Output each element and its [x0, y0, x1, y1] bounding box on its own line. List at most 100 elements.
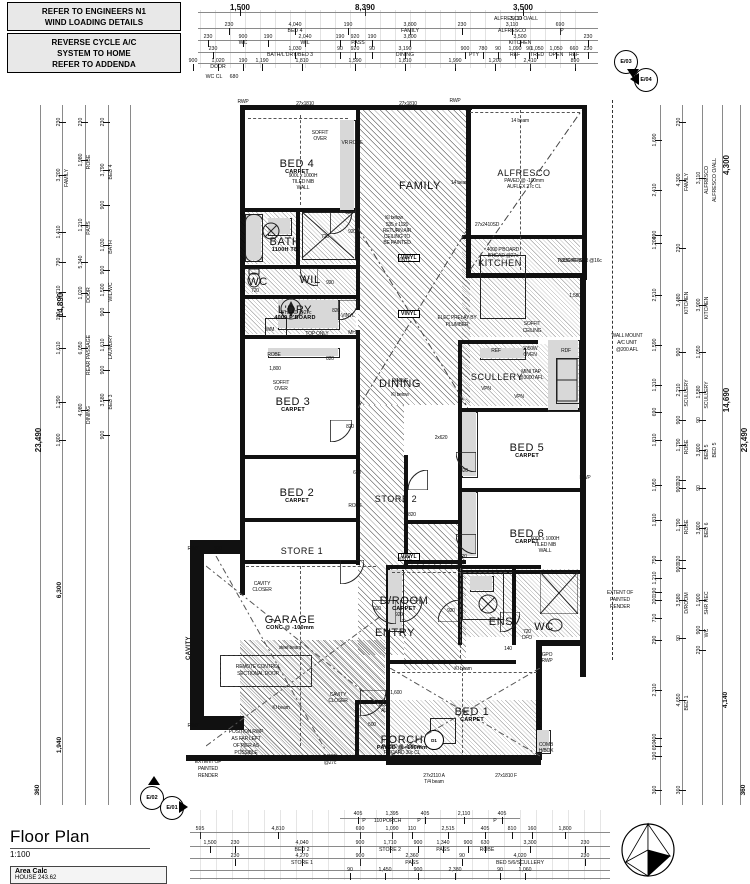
dimension-tick — [655, 640, 662, 641]
room-label-store-1: STORE 1 — [281, 546, 324, 556]
room-label-family: FAMILY — [399, 180, 441, 192]
plan-annotation: ROBE — [267, 352, 281, 358]
centre-line — [470, 112, 580, 113]
dimension-line — [130, 105, 131, 805]
dimension-tick — [385, 873, 386, 880]
extension-line — [530, 10, 531, 68]
plan-annotation: 920 — [326, 280, 334, 286]
dimension-tick — [464, 817, 465, 824]
dimension-text: 1,050 — [530, 46, 544, 52]
dimension-room-name: ALFRESCO — [498, 28, 526, 34]
dimension-room-name: DOOR — [210, 64, 226, 70]
dimension-text: 890 — [570, 58, 580, 64]
note-ac-system: REVERSE CYCLE A/C SYSTEM TO HOME REFER T… — [7, 33, 181, 73]
room-subtitle: CARPET — [515, 539, 539, 545]
dimension-tick — [655, 485, 662, 486]
plan-annotation: 4000 P'BOARD — [486, 247, 520, 253]
note-line: REVERSE CYCLE A/C — [51, 37, 137, 47]
dimension-tick — [305, 40, 306, 47]
dimension-text: 2,380 — [448, 867, 462, 873]
plan-annotation: TOP ONLY — [305, 331, 329, 337]
extension-line — [584, 810, 585, 880]
extension-line — [305, 10, 306, 68]
plan-annotation: 630 — [345, 210, 353, 216]
plan-annotation: 600L x 1000H — [530, 536, 560, 542]
door-swing — [337, 299, 359, 321]
dimension-tick — [302, 64, 303, 71]
wall — [240, 560, 360, 564]
dimension-text: 780 — [478, 46, 488, 52]
dimension-tick — [655, 790, 662, 791]
wall — [356, 455, 360, 565]
centre-line — [300, 115, 301, 205]
dimension-text: 405 — [353, 811, 363, 817]
dimension-tick — [575, 64, 576, 71]
plan-annotation: RWP — [187, 723, 199, 729]
dimension-tick — [340, 40, 341, 47]
dimension-tick — [532, 832, 533, 839]
dimension-tick — [360, 846, 361, 853]
dimension-line — [740, 105, 741, 805]
dimension-room-name: PASS — [351, 40, 365, 46]
dimension-tick — [418, 873, 419, 880]
dimension-tick — [302, 846, 303, 853]
wall — [356, 110, 360, 310]
plan-annotation: 820 — [408, 512, 416, 518]
fixture-fill — [340, 120, 354, 210]
dimension-room-name: 3,110 — [509, 16, 523, 22]
plan-annotation: RWP — [187, 546, 199, 552]
dimension-room-name: BED 6 — [704, 522, 710, 538]
dimension-room-name: P — [493, 818, 497, 824]
dimension-room-name: WIL — [300, 40, 310, 46]
dimension-tick — [81, 122, 88, 123]
dimension-tick — [537, 52, 538, 59]
wall — [582, 105, 587, 280]
dimension-line — [660, 105, 661, 805]
plan-annotation: 500 — [368, 722, 376, 728]
dimension-tick — [103, 270, 110, 271]
dimension-tick — [655, 592, 662, 593]
extension-line — [440, 10, 441, 68]
dimension-tick — [679, 560, 686, 561]
plan-annotation: RENDER — [610, 604, 630, 610]
plan-annotation: CLOSER — [328, 698, 348, 704]
plan-annotation: RWP — [579, 475, 591, 481]
dimension-tick — [655, 578, 662, 579]
plan-annotation: 920 — [447, 608, 455, 614]
wall — [466, 105, 586, 109]
plan-annotation: RETURN AIR — [382, 228, 412, 234]
dimension-tick — [81, 262, 88, 263]
wc-toilet-icon — [546, 616, 564, 632]
dimension-tick — [103, 290, 110, 291]
room-label-alfresco: ALFRESCO — [497, 168, 550, 178]
dimension-tick — [679, 480, 686, 481]
dimension-text: 1,030 — [288, 46, 302, 52]
wall — [240, 535, 245, 595]
wall — [186, 755, 386, 761]
fixture — [265, 318, 287, 336]
dimension-room-name: REF — [568, 52, 580, 58]
extension-line — [470, 10, 471, 68]
dimension-tick — [208, 40, 209, 47]
dimension-tick — [574, 52, 575, 59]
room-name: STORE 2 — [374, 494, 418, 504]
elevation-marker-label: E/04 — [640, 77, 652, 83]
dimension-tick — [468, 846, 469, 853]
dimension-tick — [485, 846, 486, 853]
dimension-tick — [392, 832, 393, 839]
dimension-tick — [418, 846, 419, 853]
dimension-tick — [462, 859, 463, 866]
room-name: STORE 1 — [280, 546, 324, 556]
plan-annotation: COMB — [538, 742, 554, 748]
room-subtitle: CONC @ -100mm — [265, 625, 315, 631]
dimension-text: 230 — [580, 840, 590, 846]
room-name: WC — [534, 621, 554, 633]
extension-line — [264, 810, 265, 880]
garage-floor — [240, 640, 385, 755]
plan-annotation: @3000 AFL — [518, 375, 544, 381]
dimension-line — [190, 858, 610, 859]
dimension-text: 90 — [347, 867, 353, 873]
plan-annotation: CEILING TO — [383, 234, 411, 240]
room-name: BATH — [269, 236, 301, 248]
